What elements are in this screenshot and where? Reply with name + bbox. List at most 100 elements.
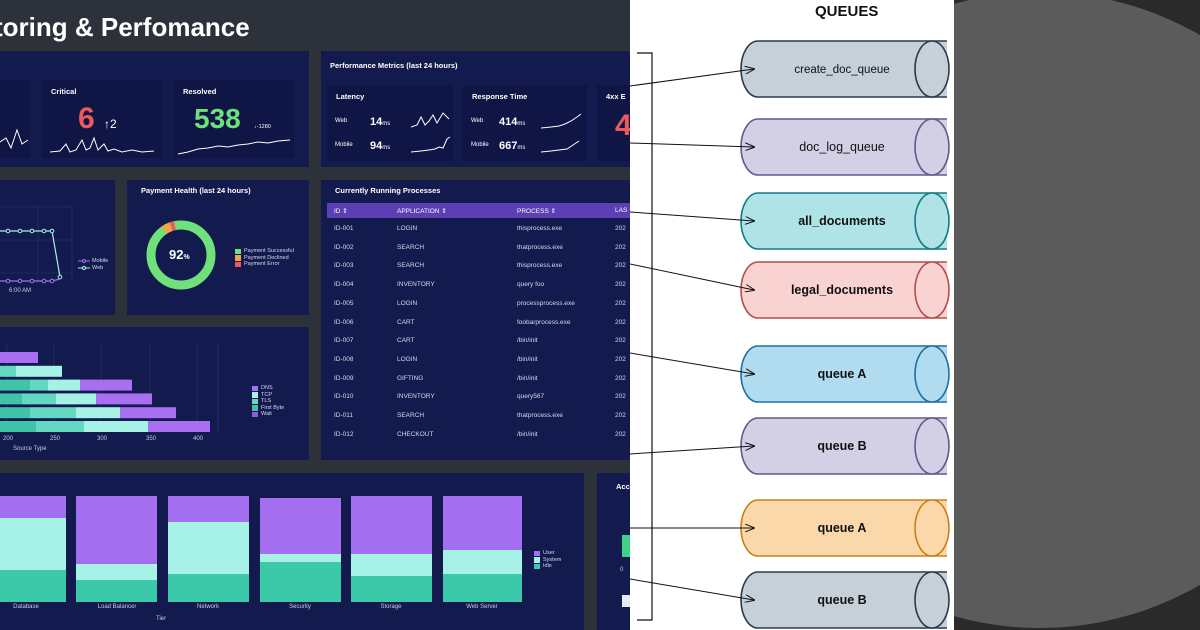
queue-arrow xyxy=(630,446,754,455)
queue-label: queue A xyxy=(818,521,867,535)
latency-mobile-unit: ms xyxy=(382,145,391,151)
payment-panel xyxy=(127,180,309,315)
table-row-last: 202 xyxy=(615,299,626,307)
queue-cylinder-cap xyxy=(914,118,950,176)
timing-tick-200: 200 xyxy=(3,436,14,442)
column-id-label: ID xyxy=(334,208,341,215)
queue-arrow xyxy=(630,69,754,87)
timing-bar-segment xyxy=(0,365,16,377)
legend-payment-error: Payment Error xyxy=(244,261,280,268)
table-row-last: 202 xyxy=(615,355,626,363)
queue-label: all_documents xyxy=(798,214,886,228)
table-row-process: query567 xyxy=(517,393,545,401)
table-row-application: CHECKOUT xyxy=(397,430,434,438)
queue-arrow xyxy=(630,263,754,290)
table-row-last: 202 xyxy=(615,262,626,270)
table-row-id: ID-007 xyxy=(334,337,354,345)
column-application[interactable]: APPLICATION ⇕ xyxy=(397,208,447,215)
performance-title: Performance Metrics (last 24 hours) xyxy=(330,61,458,70)
queue-cylinder-body xyxy=(740,345,947,403)
response-mobile-number: 667 xyxy=(499,140,518,152)
tier-bar-segment xyxy=(351,496,432,554)
table-row-process: thisprocess.exe xyxy=(517,225,563,232)
table-row-process: foobarprocess.exe xyxy=(517,318,571,326)
tier-bar-segment xyxy=(260,554,341,562)
queue-cylinder: queue B xyxy=(740,417,950,475)
column-process-label: PROCESS xyxy=(517,208,549,215)
queue-label: queue B xyxy=(817,439,866,453)
resolved-label: Resolved xyxy=(183,87,217,96)
partial-card xyxy=(0,80,30,158)
queue-label: queue B xyxy=(817,593,866,607)
tier-bar-segment xyxy=(0,518,66,570)
table-row-last: 202 xyxy=(615,393,626,401)
tier-xlabel: Tier xyxy=(156,616,167,622)
table-row-id: ID-003 xyxy=(334,262,354,270)
critical-sparkline xyxy=(49,136,155,153)
latency-mobile-number: 94 xyxy=(370,140,383,152)
queue-label: queue A xyxy=(818,367,867,381)
tier-bar-segment xyxy=(76,580,157,602)
legend-wait: Wait xyxy=(261,411,272,418)
tier-bar-segment xyxy=(76,564,157,580)
queue-cylinder: create_doc_queue xyxy=(740,40,950,98)
decorative-background xyxy=(954,0,1200,630)
response-mobile-value: 667ms xyxy=(499,140,525,152)
queue-cylinder: legal_documents xyxy=(740,261,950,319)
queue-cylinder-cap xyxy=(914,417,950,475)
response-card: Response Time Web 414ms Mobile 667ms xyxy=(463,85,587,161)
table-row-last: 202 xyxy=(615,430,626,438)
timing-bar-chart xyxy=(0,345,219,433)
latency-web-sparkline xyxy=(411,112,450,128)
table-row-process: /bin/init xyxy=(517,337,538,345)
tier-bar-segment xyxy=(260,562,341,602)
timing-bar-segment xyxy=(30,379,48,391)
resolved-delta: ↓-1280 xyxy=(254,124,271,130)
legend-first-byte: First Byte xyxy=(261,404,285,411)
table-row-id: ID-012 xyxy=(334,430,354,438)
queue-cylinder: doc_log_queue xyxy=(740,118,950,176)
timing-bar-segment xyxy=(48,379,80,391)
tier-label-storage: Storage xyxy=(380,604,402,610)
response-mobile-label: Mobile xyxy=(471,142,489,148)
critical-card: Critical 6 ↑2 xyxy=(42,80,162,158)
queue-label: legal_documents xyxy=(791,283,893,297)
tier-bar-segment xyxy=(351,576,432,602)
table-row-application: LOGIN xyxy=(397,299,418,307)
accel-bar-light xyxy=(622,595,630,607)
column-id[interactable]: ID ⇕ xyxy=(334,208,348,215)
response-web-value: 414ms xyxy=(499,116,525,128)
table-row-application: LOGIN xyxy=(397,225,418,232)
queue-cylinder-body xyxy=(740,192,947,250)
timing-tick-250: 250 xyxy=(50,436,61,442)
tier-label-load-balancer: Load Balancer xyxy=(97,604,137,610)
table-row-application: LOGIN xyxy=(397,355,418,363)
table-row-application: SEARCH xyxy=(397,262,425,270)
queue-cylinder: queue A xyxy=(740,345,950,403)
table-row-id: ID-002 xyxy=(334,243,354,251)
column-process[interactable]: PROCESS ⇕ xyxy=(517,208,557,215)
processes-panel xyxy=(321,180,630,460)
queue-label: create_doc_queue xyxy=(794,64,889,76)
legend-tcp: TCP xyxy=(261,391,272,398)
timing-bar-segment xyxy=(0,421,36,432)
table-row-id: ID-005 xyxy=(334,299,354,307)
table-row-id: ID-008 xyxy=(334,355,354,363)
column-last[interactable]: LAS xyxy=(615,207,628,214)
timing-bar-segment xyxy=(0,379,30,391)
table-row-process: processprocess.exe xyxy=(517,299,575,307)
queues-header: QUEUES xyxy=(815,3,879,20)
timing-bar-segment xyxy=(148,421,210,432)
queue-cylinder-body xyxy=(740,261,947,319)
errors-card: 4xx E 4 xyxy=(597,85,630,161)
payment-title: Payment Health (last 24 hours) xyxy=(141,186,251,195)
queue-label: doc_log_queue xyxy=(799,140,885,154)
payment-percent: 92% xyxy=(169,247,190,262)
table-row-last: 202 xyxy=(615,412,626,419)
tier-label-security: Security xyxy=(289,604,311,610)
table-row-application: CART xyxy=(397,337,415,345)
table-row-last: 202 xyxy=(615,281,626,289)
tier-bar-segment xyxy=(260,498,341,554)
latency-card: Latency Web 14ms Mobile 94ms xyxy=(327,85,453,161)
table-row-application: CART xyxy=(397,318,415,326)
